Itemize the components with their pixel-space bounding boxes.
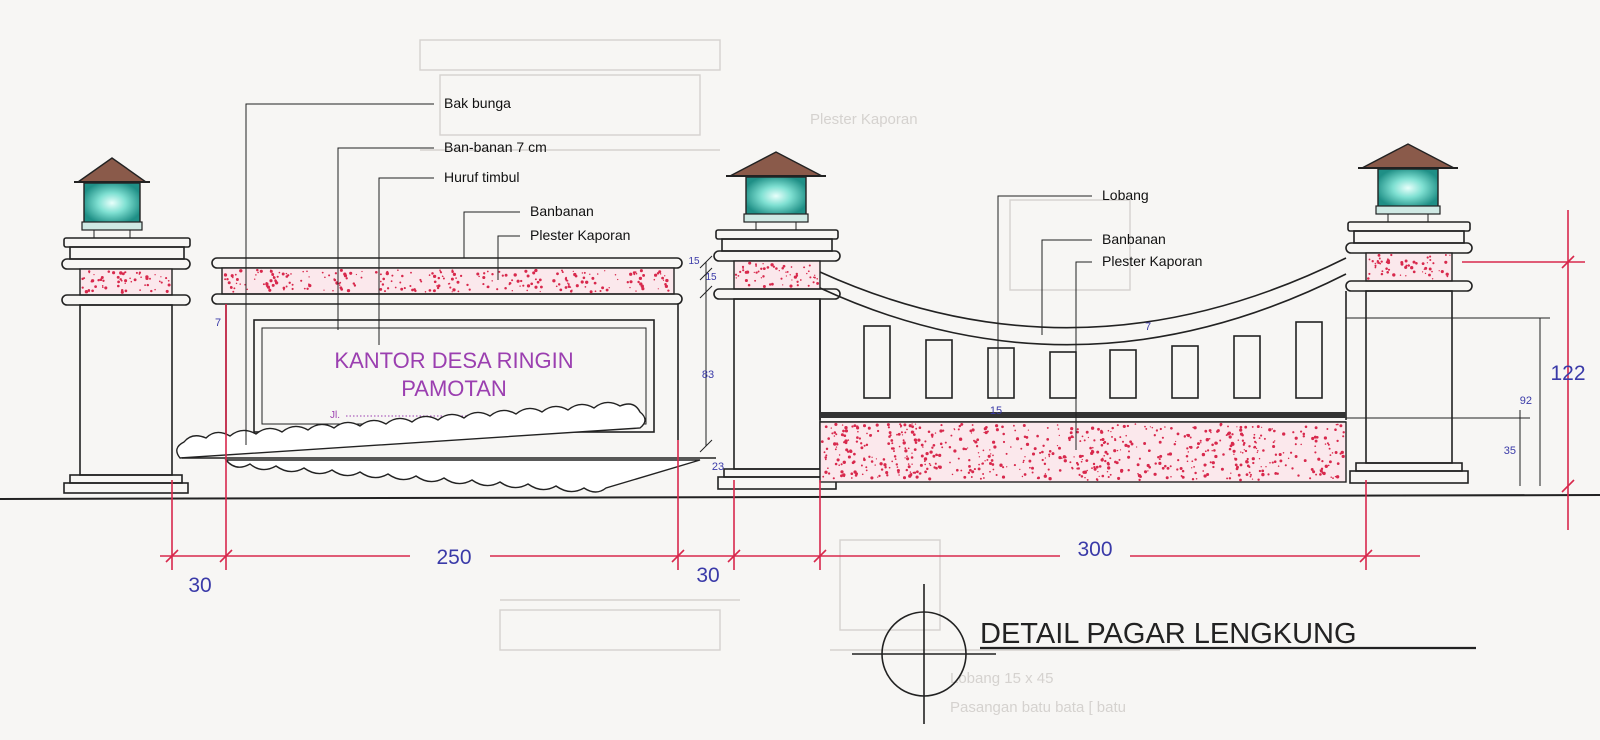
faint-label-plester: Plester Kaporan (810, 111, 918, 128)
speckle-band (221, 267, 675, 295)
dim-250: 250 (436, 546, 471, 569)
callout-banbanan-left: Banbanan (530, 203, 594, 219)
dim-23: 23 (712, 461, 724, 473)
lamp-icon (83, 182, 141, 224)
left-pillar (61, 157, 191, 494)
callout-plester-left: Plester Kaporan (530, 227, 630, 243)
planter-bush (176, 401, 646, 459)
dim-15-opening: 15 (990, 405, 1002, 417)
sign-line-1: KANTOR DESA RINGIN (334, 348, 573, 373)
callout-banbanan-right: Banbanan (1102, 231, 1166, 247)
sign-address-prefix: Jl. (330, 410, 340, 421)
middle-pillar (713, 151, 841, 490)
drawing-title: DETAIL PAGAR LENGKUNG (980, 618, 1357, 650)
callout-huruf-timbul: Huruf timbul (444, 169, 519, 185)
dim-30-left: 30 (188, 574, 211, 597)
right-pillar (1345, 143, 1473, 484)
dim-30-middle: 30 (696, 564, 719, 587)
faint-label-lobang: Lobang 15 x 45 (950, 670, 1053, 687)
dim-300: 300 (1077, 538, 1112, 561)
speckle-band (1365, 252, 1453, 282)
wall-opening (925, 339, 953, 399)
wall-opening (1109, 349, 1137, 399)
callout-bak-bunga: Bak bunga (444, 95, 511, 111)
title-block (852, 584, 1476, 724)
plaster-speckle-texture (81, 253, 1451, 482)
left-wall: KANTOR DESA RINGIN PAMOTAN Jl. (176, 257, 716, 493)
faint-background-drawing: Plester Kaporan Lobang 15 x 45 Pasangan … (419, 39, 1180, 716)
callout-ban-banan: Ban-banan 7 cm (444, 139, 547, 155)
dim-35: 35 (1504, 445, 1516, 457)
dim-122: 122 (1550, 362, 1585, 385)
dim-15-top: 15 (688, 256, 700, 267)
wall-opening (1049, 351, 1077, 399)
callout-leaders (245, 103, 1092, 450)
wall-opening (863, 325, 891, 399)
sign-line-2: PAMOTAN (401, 376, 507, 401)
lamp-icon (745, 176, 807, 216)
dim-92: 92 (1520, 395, 1532, 407)
callout-plester-right: Plester Kaporan (1102, 253, 1202, 269)
wall-opening (987, 347, 1015, 399)
lamp-icon (1377, 168, 1439, 208)
dim-7-right: 7 (1145, 321, 1151, 333)
dim-7-left: 7 (215, 317, 221, 329)
dim-15-band: 15 (705, 272, 717, 283)
wall-opening (1295, 321, 1323, 399)
wall-opening (1171, 345, 1199, 399)
callout-lobang: Lobang (1102, 187, 1149, 203)
dimension-lines (160, 210, 1585, 570)
right-curved-wall (819, 257, 1347, 483)
wall-opening (1233, 335, 1261, 399)
speckle-band (733, 260, 821, 290)
ground-line (0, 494, 1600, 500)
faint-label-pasangan: Pasangan batu bata [ batu (950, 699, 1126, 716)
dim-83: 83 (702, 369, 714, 381)
